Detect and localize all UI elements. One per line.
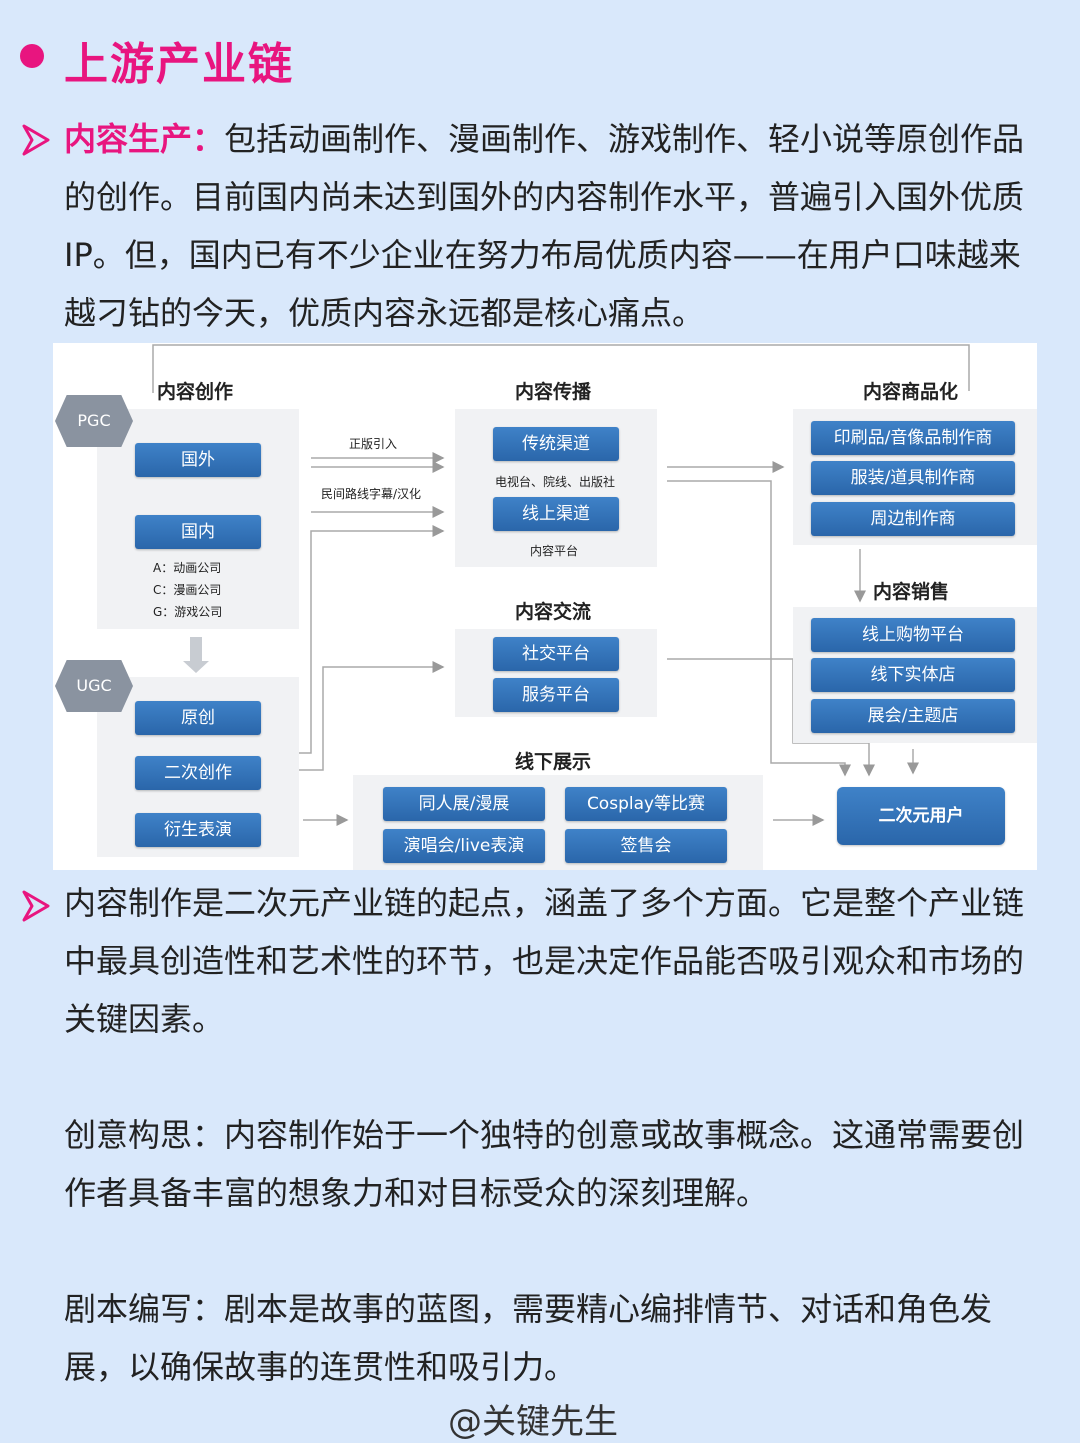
content-production-label: 内容生产： bbox=[64, 120, 225, 158]
note-game: G：游戏公司 bbox=[153, 605, 223, 619]
industry-chain-diagram: 内容创作 PGC UGC 国外 国内 A：动画公司 C：漫画公司 G：游戏公司 … bbox=[53, 343, 1037, 870]
node-cosplay: Cosplay等比赛 bbox=[565, 787, 727, 821]
sales-title: 内容销售 bbox=[873, 581, 950, 603]
idea-paragraph: 创意构思：内容制作始于一个独特的创意或故事概念。这通常需要创作者具备丰富的想象力… bbox=[64, 1116, 1025, 1212]
node-peripherals: 周边制作商 bbox=[811, 502, 1015, 536]
edge-label-licensed: 正版引入 bbox=[349, 437, 398, 451]
node-offline-store: 线下实体店 bbox=[811, 658, 1015, 692]
note-comic: C：漫画公司 bbox=[153, 583, 222, 597]
edge-label-fansub: 民间路线字幕/汉化 bbox=[321, 487, 422, 501]
author-watermark: @关键先生 bbox=[448, 1402, 618, 1442]
note-traditional: 电视台、院线、出版社 bbox=[495, 475, 616, 489]
node-domestic: 国内 bbox=[135, 515, 261, 549]
pgc-badge: PGC bbox=[55, 395, 133, 447]
node-doujin-expo: 同人展/漫展 bbox=[383, 787, 545, 821]
node-original: 原创 bbox=[135, 701, 261, 735]
arrow-bullet-icon bbox=[22, 890, 50, 922]
down-arrow-icon bbox=[183, 637, 209, 673]
node-performance: 衍生表演 bbox=[135, 813, 261, 847]
diagram-connectors bbox=[152, 344, 970, 826]
page-title: 上游产业链 bbox=[64, 39, 294, 90]
node-derivative: 二次创作 bbox=[135, 756, 261, 790]
arrow-bullet-icon bbox=[22, 124, 50, 156]
exchange-title: 内容交流 bbox=[515, 601, 592, 623]
node-concert: 演唱会/live表演 bbox=[383, 829, 545, 863]
node-service-platform: 服务平台 bbox=[493, 678, 619, 712]
ugc-badge: UGC bbox=[55, 660, 133, 712]
node-print-media: 印刷品/音像品制作商 bbox=[811, 421, 1015, 455]
node-online-shopping: 线上购物平台 bbox=[811, 618, 1015, 652]
creation-title: 内容创作 bbox=[157, 381, 234, 403]
spread-title: 内容传播 bbox=[515, 381, 592, 403]
note-animation: A：动画公司 bbox=[153, 561, 222, 575]
offline-title: 线下展示 bbox=[515, 751, 592, 773]
merch-title: 内容商品化 bbox=[863, 381, 959, 403]
content-production-text: 包括动画制作、漫画制作、游戏制作、轻小说等原创作品的创作。目前国内尚未达到国外的… bbox=[64, 120, 1025, 332]
heading-bullet-icon bbox=[20, 44, 44, 68]
content-production-paragraph: 内容生产：包括动画制作、漫画制作、游戏制作、轻小说等原创作品的创作。目前国内尚未… bbox=[64, 110, 1044, 342]
node-online-channel: 线上渠道 bbox=[493, 497, 619, 531]
node-traditional-channel: 传统渠道 bbox=[493, 427, 619, 461]
node-social-platform: 社交平台 bbox=[493, 637, 619, 671]
node-acg-users: 二次元用户 bbox=[837, 787, 1005, 845]
node-signing: 签售会 bbox=[565, 829, 727, 863]
script-paragraph: 剧本编写：剧本是故事的蓝图，需要精心编排情节、对话和角色发展，以确保故事的连贯性… bbox=[64, 1290, 993, 1386]
node-foreign: 国外 bbox=[135, 443, 261, 477]
node-exhibition: 展会/主题店 bbox=[811, 699, 1015, 733]
starting-point-paragraph: 内容制作是二次元产业链的起点，涵盖了多个方面。它是整个产业链中最具创造性和艺术性… bbox=[64, 884, 1025, 1038]
note-online: 内容平台 bbox=[530, 544, 579, 558]
node-costume-props: 服装/道具制作商 bbox=[811, 461, 1015, 495]
